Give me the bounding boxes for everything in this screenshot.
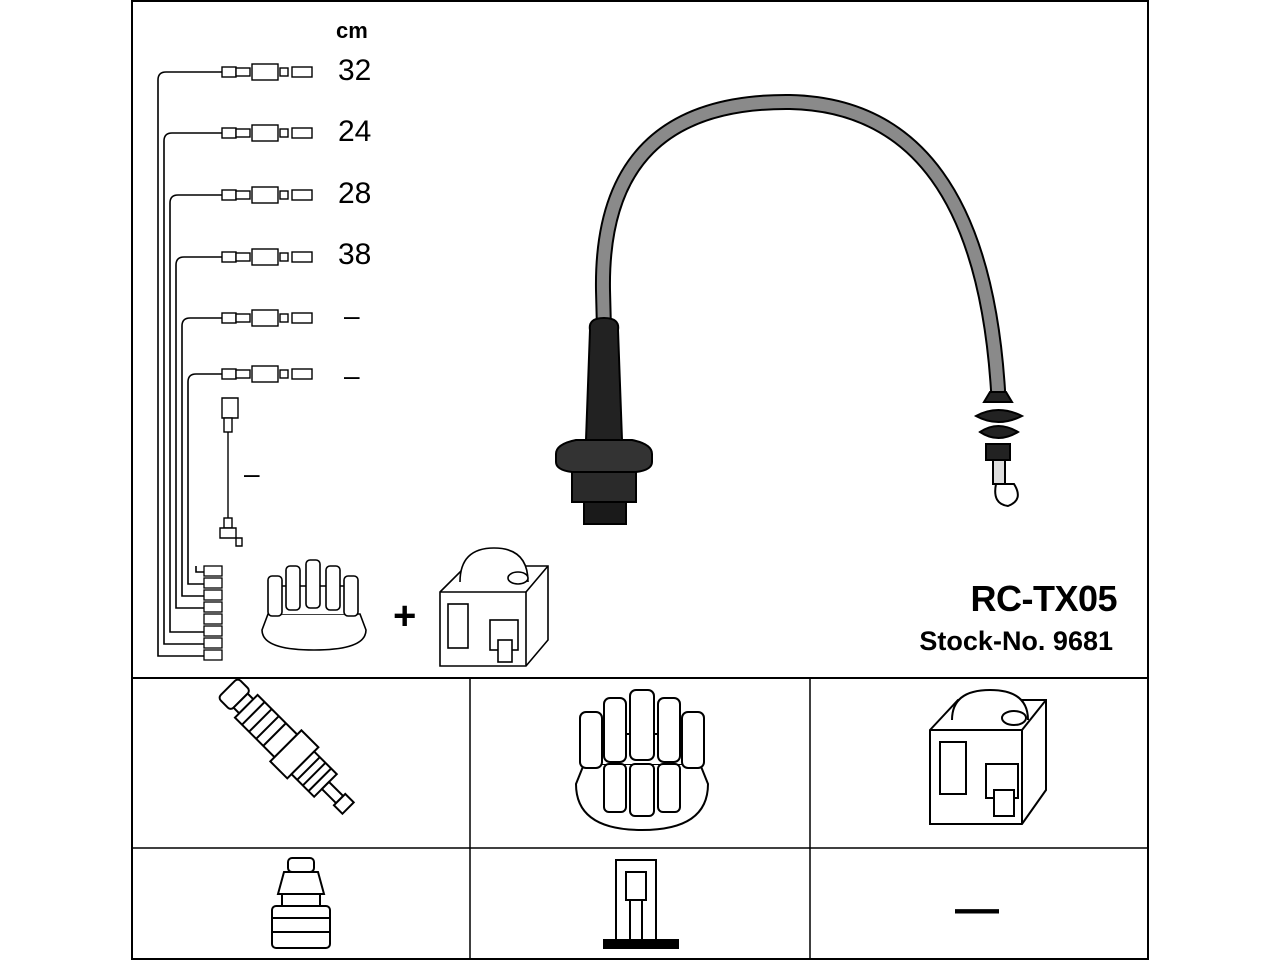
terminal-row-2 [221,124,313,142]
ignition-coil-small-icon [439,547,549,667]
terminal-row-3 [221,186,313,204]
product-title: RC-TX05 [970,578,1117,619]
cable-length-1: 32 [338,54,372,87]
coil-lead-length: – [244,458,260,489]
wiring-schematic [157,71,222,657]
cable-length-5: – [344,300,360,331]
cap-terminal-stack [203,565,223,661]
ignition-coil-icon [929,688,1047,825]
coil-lead [219,397,243,547]
wire-terminals [221,63,313,383]
cable-length-4: 38 [338,238,372,271]
plug-boot-connector-icon [271,857,331,949]
distributor-cap-small-icon [261,559,367,651]
terminal-row-4 [221,248,313,266]
distributor-cap-icon [574,689,710,832]
cable-length-6: – [344,360,360,391]
unit-label: cm [336,18,368,43]
plus-sign: + [393,594,417,638]
spark-plug-icon [218,678,356,816]
cable-length-2: 24 [338,115,372,148]
outer-border [131,0,1149,960]
stock-number: Stock-No. 9681 [919,626,1113,656]
terminal-row-1 [221,63,313,81]
ignition-cable-icon [555,93,1025,525]
cable-length-3: 28 [338,177,372,210]
terminal-row-6 [221,365,313,383]
empty-cell-dash: — [955,884,999,933]
cap-terminal-connector-icon [603,859,679,949]
terminal-row-5 [221,309,313,327]
